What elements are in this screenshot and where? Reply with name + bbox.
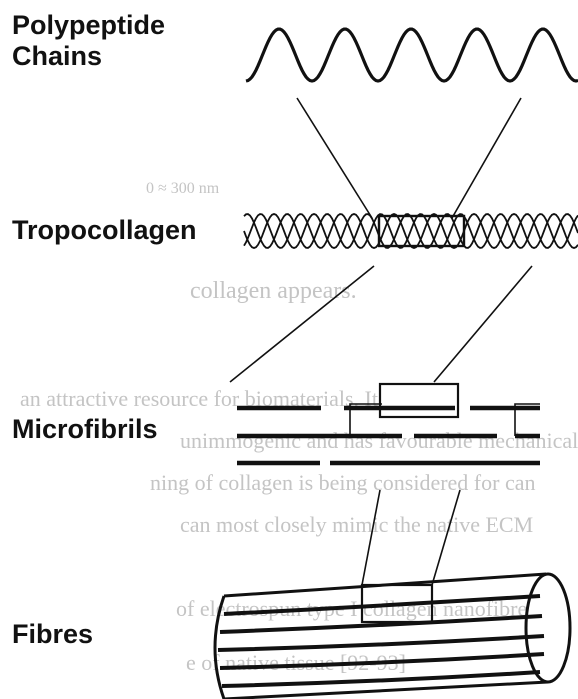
fibre-strand xyxy=(224,596,540,614)
fibre-bundle xyxy=(215,574,570,699)
microfibril-highlight-box xyxy=(380,384,458,417)
label-polypeptide-chains: Polypeptide Chains xyxy=(12,10,165,72)
fibre-strand xyxy=(218,636,544,650)
label-tropocollagen: Tropocollagen xyxy=(12,215,197,246)
microfibril-array xyxy=(237,404,540,463)
connector-chain-right xyxy=(452,98,521,218)
helix-strand xyxy=(244,214,578,248)
tropocollagen-triple-helix xyxy=(244,214,578,248)
connector-micro-left xyxy=(362,490,380,585)
connector-chain-left xyxy=(297,98,372,218)
fibre-end-cap xyxy=(526,574,570,682)
label-polypeptide-line2: Chains xyxy=(12,41,165,72)
connector-micro-right xyxy=(432,490,460,585)
polypeptide-chain-wave xyxy=(246,29,578,81)
fibre-left-end xyxy=(215,596,224,699)
label-fibres: Fibres xyxy=(12,619,93,650)
fibre-strand xyxy=(220,616,542,632)
connector-tropo-right xyxy=(434,266,532,382)
label-polypeptide-line1: Polypeptide xyxy=(12,10,165,41)
label-microfibrils: Microfibrils xyxy=(12,414,158,445)
connector-tropo-left xyxy=(230,266,374,382)
fibre-strand xyxy=(220,654,544,668)
